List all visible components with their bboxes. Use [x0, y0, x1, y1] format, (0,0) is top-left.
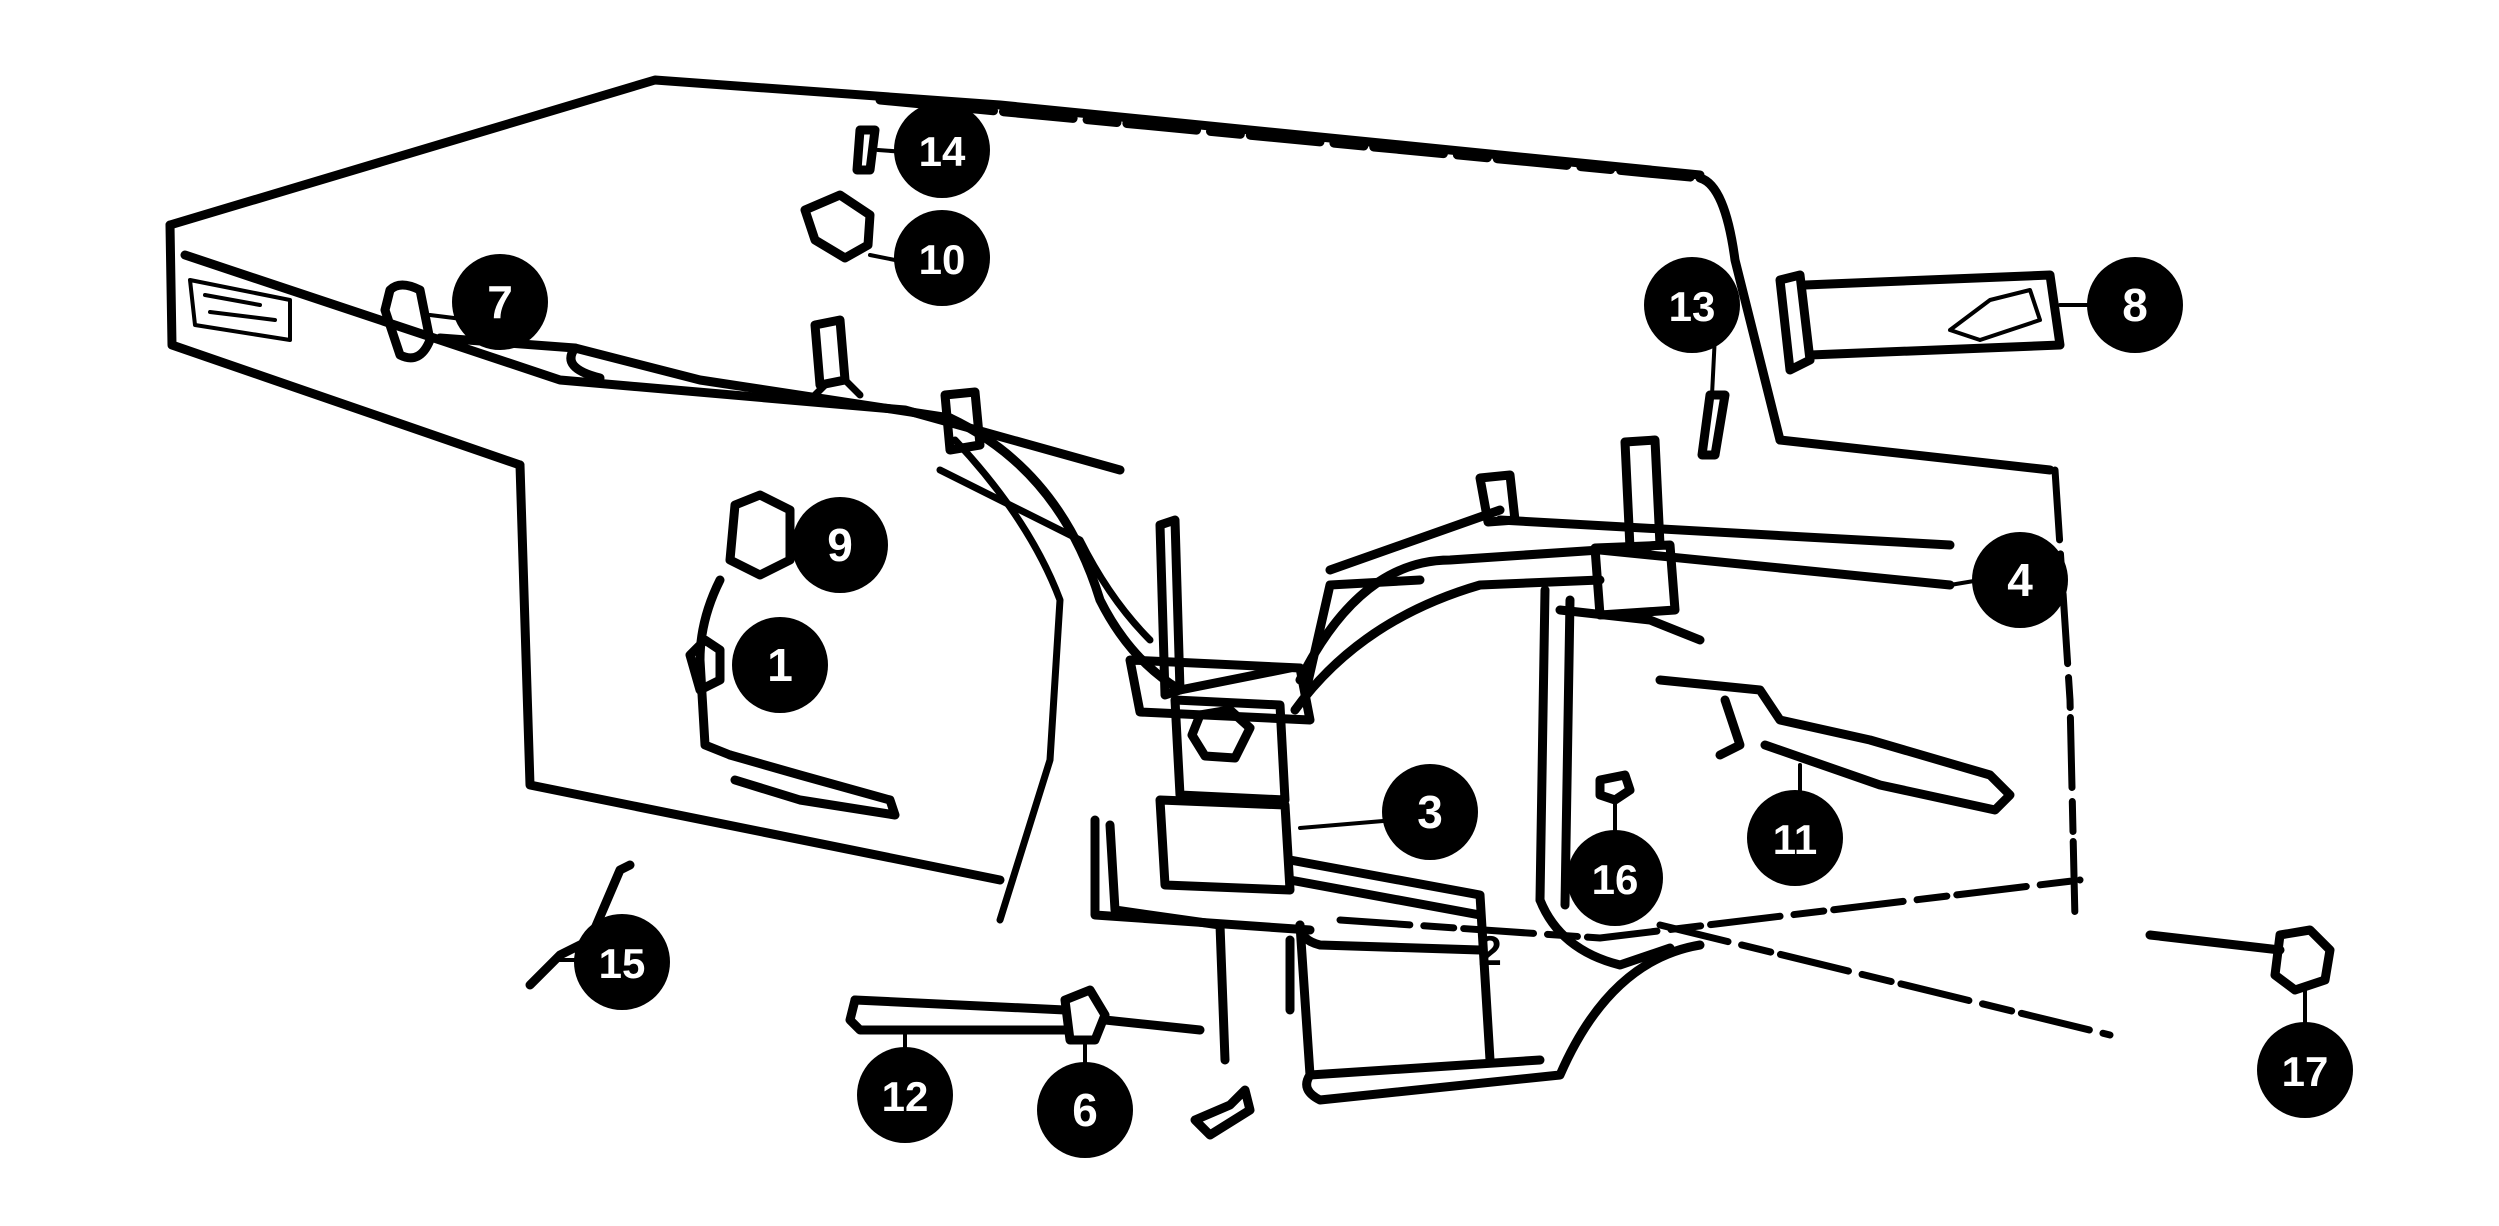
- callout-8: 8: [2087, 257, 2183, 353]
- steering-stem: [1090, 515, 1495, 1065]
- tube-clamps: [806, 315, 1680, 620]
- callout-4: 4: [1972, 532, 2068, 628]
- part-16-cap: [1595, 770, 1635, 805]
- right-grip: [1775, 270, 2065, 375]
- callout-3: 3: [1382, 764, 1478, 860]
- callout-10-label: 10: [919, 236, 966, 283]
- callout-17-label: 17: [2282, 1048, 2329, 1095]
- callout-17: 17: [2257, 1022, 2353, 1118]
- callout-12-label: 12: [882, 1073, 929, 1120]
- callout-7-label: 7: [487, 276, 513, 328]
- callout-10: 10: [894, 210, 990, 306]
- callout-16: 16: [1567, 830, 1663, 926]
- callout-13: 13: [1644, 257, 1740, 353]
- callout-14-label: 14: [919, 128, 966, 175]
- callout-4-label: 4: [2007, 554, 2033, 606]
- callout-11-label: 11: [1773, 816, 1817, 863]
- callout-15-label: 15: [599, 940, 646, 987]
- callout-8-label: 8: [2122, 279, 2148, 331]
- callout-15: 15: [574, 914, 670, 1010]
- part-13-bolt: [1697, 390, 1730, 460]
- right-bracket-frame: [1285, 585, 1705, 1105]
- inline-label-2: 2: [1478, 927, 1501, 974]
- callout-1: 1: [732, 617, 828, 713]
- part-17-nut: [2145, 925, 2335, 995]
- callout-13-label: 13: [1669, 283, 1716, 330]
- callout-3-label: 3: [1417, 786, 1443, 838]
- right-lever: [1655, 675, 2015, 815]
- left-lever-assembly: [685, 490, 900, 820]
- callout-7: 7: [452, 254, 548, 350]
- left-panel-slots: [188, 278, 292, 342]
- handlebar-cover-outline: [165, 75, 2114, 1039]
- callout-1-label: 1: [767, 639, 793, 691]
- callout-9: 9: [792, 497, 888, 593]
- callout-12: 12: [857, 1047, 953, 1143]
- callout-11: 11: [1747, 790, 1843, 886]
- left-grip-ring: [380, 280, 435, 363]
- callout-6: 6: [1037, 1062, 1133, 1158]
- callout-16-label: 16: [1592, 856, 1639, 903]
- upper-small-parts: [800, 125, 880, 263]
- callout-6-label: 6: [1072, 1084, 1098, 1136]
- callout-9-label: 9: [827, 519, 853, 571]
- callout-14: 14: [894, 102, 990, 198]
